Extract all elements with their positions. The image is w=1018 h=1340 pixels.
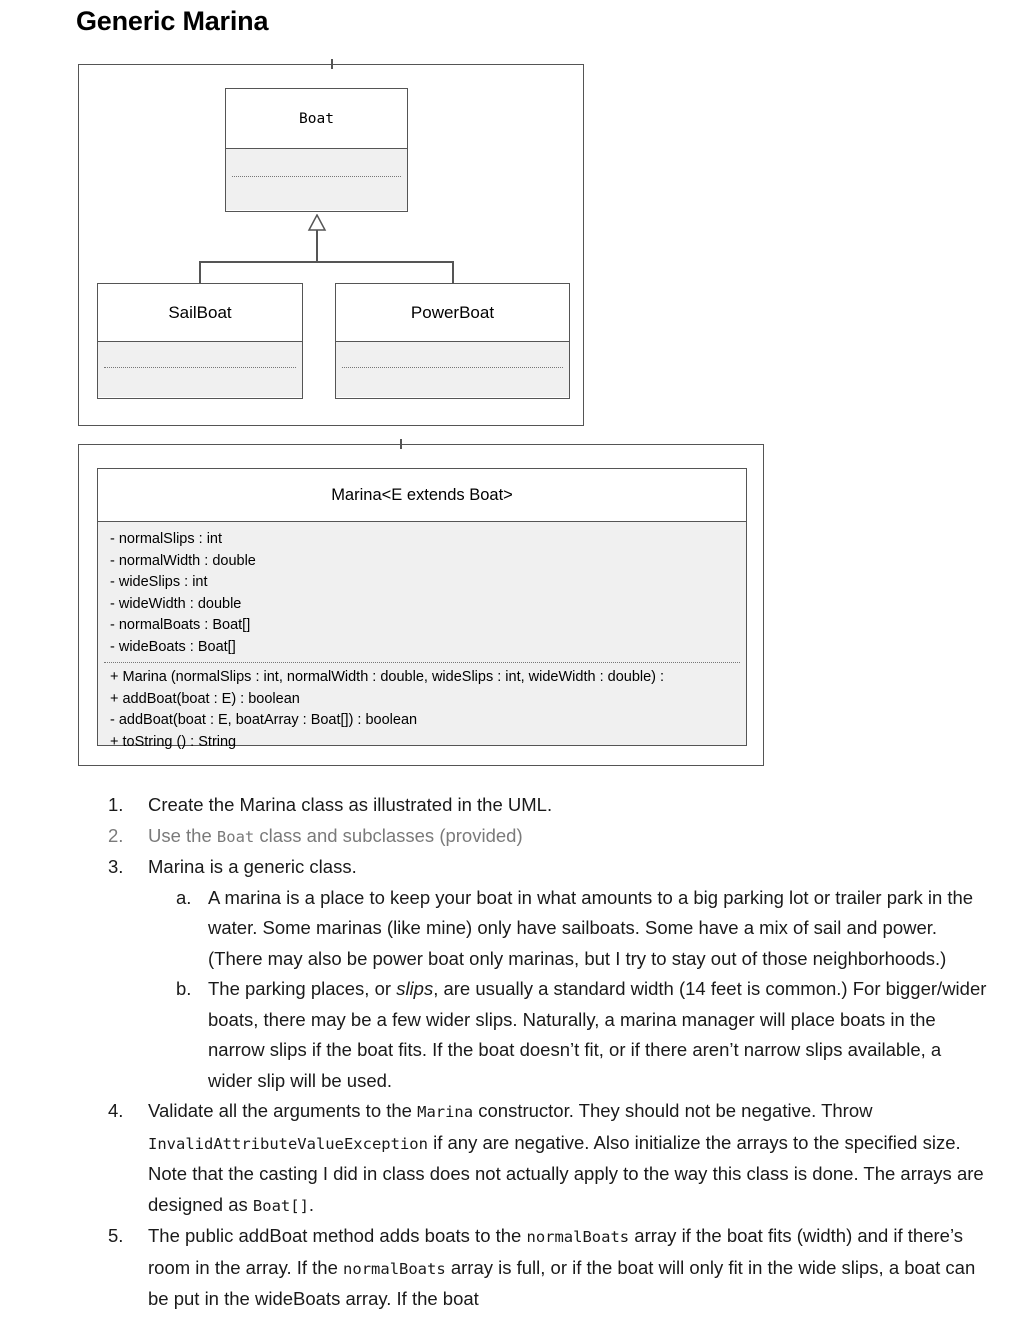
code-token: Boat[] — [252, 1196, 309, 1215]
marina-attribute: - normalSlips : int — [110, 531, 223, 547]
list-item: 3. Marina is a generic class. — [108, 852, 988, 883]
text-fragment: class and subclasses (provided) — [259, 824, 523, 846]
list-marker: a. — [176, 886, 192, 908]
marina-attribute: - wideBoats : Boat[] — [110, 638, 236, 655]
boat-class-name: Boat — [226, 89, 407, 149]
code-token: normalBoats — [343, 1259, 446, 1278]
text-fragment: The public addBoat method adds boats to … — [148, 1225, 522, 1246]
generalization-stem — [316, 230, 318, 262]
list-item-text: Marina is a generic class. — [148, 856, 357, 877]
list-item: b. The parking places, or slips, are usu… — [176, 974, 988, 1096]
text-fragment: The parking places, or — [208, 978, 392, 999]
text-fragment: . — [308, 1193, 315, 1215]
list-marker: 5. — [108, 1225, 124, 1246]
frame-tick-mark — [331, 59, 333, 69]
code-token: InvalidAttributeValueException — [148, 1134, 428, 1153]
list-marker: 1. — [108, 794, 124, 815]
list-item-text: The public addBoat method adds boats to … — [148, 1221, 988, 1315]
marina-attribute: - normalWidth : double — [110, 552, 256, 569]
marina-method: + addBoat(boat : E) : boolean — [110, 690, 300, 707]
list-item: a. A marina is a place to keep your boat… — [176, 883, 988, 975]
instruction-list: 1. Create the Marina class as illustrate… — [108, 790, 988, 1315]
code-token: normalBoats — [526, 1228, 630, 1246]
list-item-text: The parking places, or slips, are usuall… — [208, 974, 988, 1096]
text-fragment: array is full, or if the boat will only … — [148, 1256, 976, 1310]
list-marker: 2. — [108, 824, 124, 846]
boat-class-body — [226, 149, 407, 210]
marina-attribute: - wideWidth : double — [110, 595, 242, 612]
uml-class-powerboat: PowerBoat — [335, 283, 570, 399]
code-token: Boat — [216, 827, 255, 846]
emphasized-term: slips — [396, 978, 434, 999]
marina-attributes-methods-separator — [104, 662, 740, 663]
text-fragment: , are usually a standard width (14 feet … — [208, 978, 987, 1091]
list-item-text: Create the Marina class as illustrated i… — [148, 794, 553, 815]
powerboat-class-body — [336, 342, 569, 397]
marina-method: + Marina (normalSlips : int, normalWidth… — [110, 669, 665, 685]
code-token: Marina — [417, 1103, 474, 1121]
sailboat-class-body — [98, 342, 302, 397]
marina-attribute: - normalBoats : Boat[] — [110, 617, 251, 633]
marina-attribute: - wideSlips : int — [110, 574, 208, 590]
text-fragment: array if the boat fits (width) and if th… — [148, 1225, 963, 1278]
list-item: 1. Create the Marina class as illustrate… — [108, 790, 988, 821]
generalization-branch-sailboat — [199, 261, 201, 284]
text-fragment: Use the — [148, 824, 212, 846]
list-item: 5. The public addBoat method adds boats … — [108, 1221, 988, 1315]
list-marker: b. — [176, 978, 192, 999]
list-item-text: A marina is a place to keep your boat in… — [208, 886, 974, 969]
uml-class-sailboat: SailBoat — [97, 283, 303, 399]
marina-frame-tick-mark — [400, 439, 402, 449]
marina-class-name: Marina<E extends Boat> — [98, 469, 746, 522]
powerboat-body-separator — [342, 367, 563, 368]
uml-class-boat: Boat — [225, 88, 408, 212]
list-item-text: Validate all the arguments to the Marina… — [148, 1096, 988, 1221]
text-fragment: if any are negative. Also initialize the… — [148, 1131, 984, 1215]
uml-class-marina: Marina<E extends Boat> - normalSlips : i… — [97, 468, 747, 750]
list-marker: 3. — [108, 856, 124, 877]
text-fragment: Validate all the arguments to the — [148, 1100, 412, 1121]
list-item: 2. Use the Boat class and subclasses (pr… — [108, 821, 988, 853]
page-title: Generic Marina — [76, 6, 269, 36]
powerboat-class-name: PowerBoat — [336, 284, 569, 342]
text-fragment: constructor. They should not be negative… — [478, 1100, 873, 1121]
boat-body-separator — [232, 176, 401, 177]
generalization-crossbar — [199, 261, 453, 263]
marina-method: + toString () : String — [110, 733, 237, 750]
marina-class-body: - normalSlips : int - normalWidth : doub… — [98, 522, 746, 750]
generalization-branch-powerboat — [452, 261, 454, 284]
sailboat-class-name: SailBoat — [98, 284, 302, 342]
list-marker: 4. — [108, 1100, 124, 1121]
sailboat-body-separator — [104, 367, 296, 368]
list-item: 4. Validate all the arguments to the Mar… — [108, 1096, 988, 1221]
list-item-text: Use the Boat class and subclasses (provi… — [148, 821, 988, 853]
marina-method: - addBoat(boat : E, boatArray : Boat[]) … — [110, 712, 418, 728]
